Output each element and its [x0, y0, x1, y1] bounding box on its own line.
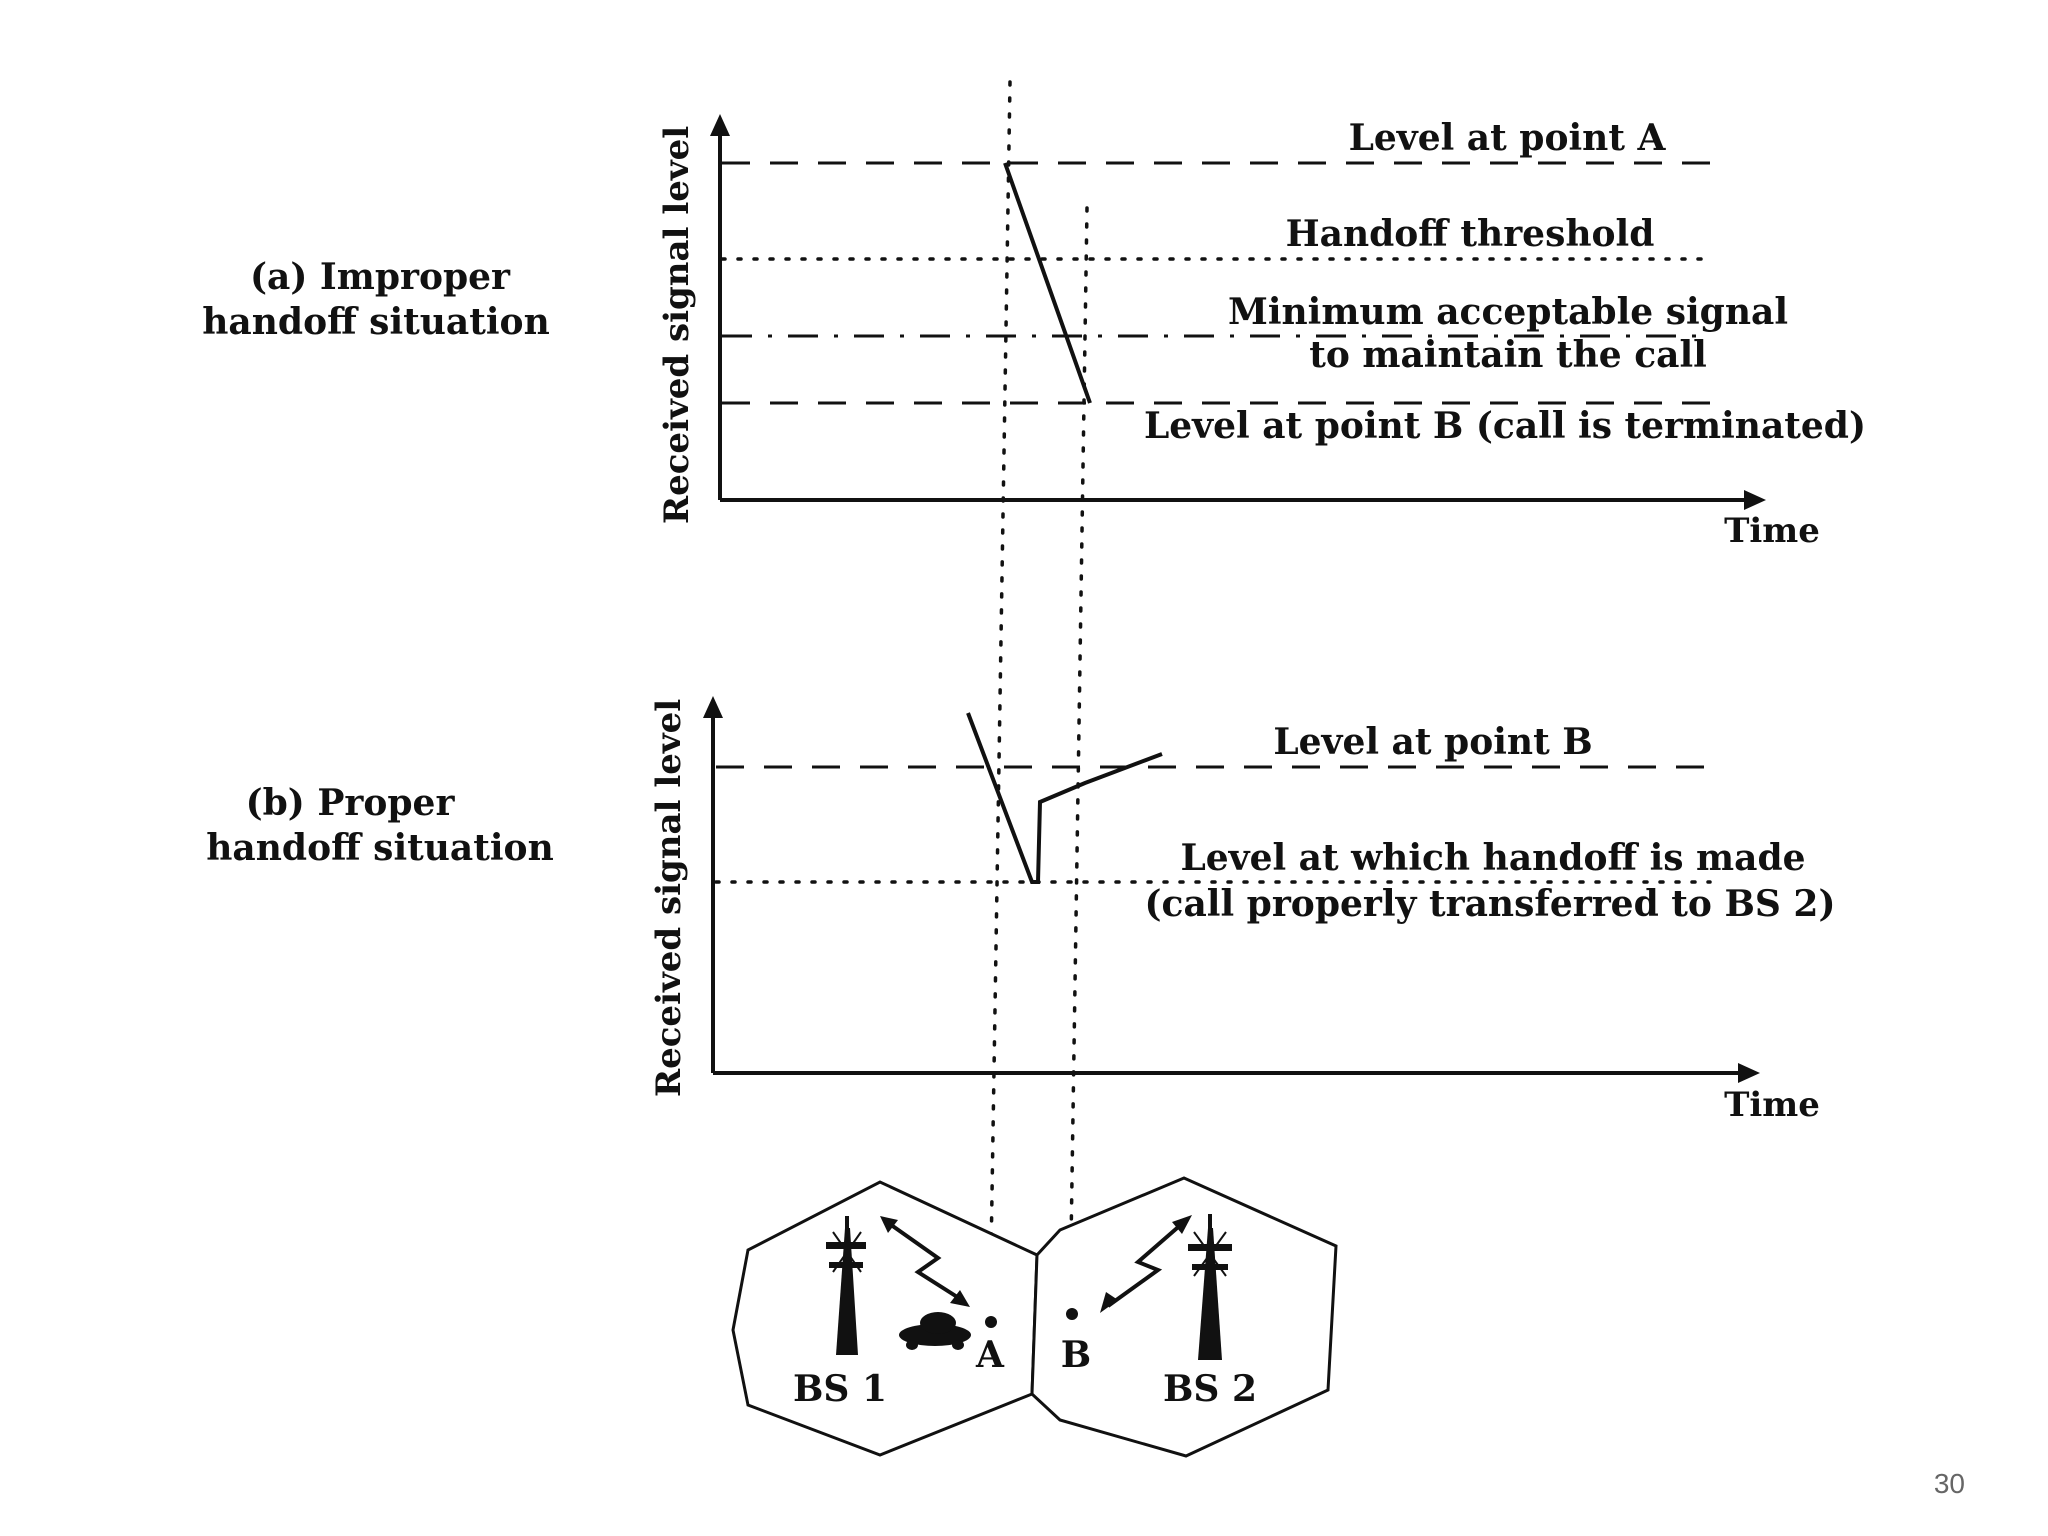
- panel-a-x-arrow: [1744, 490, 1766, 510]
- bs2-radio-link-icon: [1100, 1215, 1192, 1313]
- point-b-marker: [1066, 1308, 1078, 1320]
- handoff-threshold-label: Handoff threshold: [1286, 213, 1655, 255]
- bs1-radio-link-icon: [880, 1216, 970, 1307]
- point-a-label: A: [975, 1334, 1005, 1376]
- panel-a-caption-line2: handoff situation: [202, 301, 550, 343]
- panel-b-y-arrow: [703, 696, 723, 718]
- level-b-terminated-label: Level at point B (call is terminated): [1144, 405, 1866, 447]
- signal-trace-b: [966, 712, 1163, 884]
- panel-a: (a) Improper handoff situation Received …: [202, 114, 1866, 551]
- panel-b-caption-line1: (b) Proper: [246, 782, 456, 824]
- panel-b: (b) Proper handoff situation Received si…: [206, 696, 1836, 1125]
- panel-b-y-axis-label: Received signal level: [649, 699, 689, 1097]
- signal-trace-a: [1003, 162, 1092, 404]
- panel-a-y-arrow: [710, 114, 730, 136]
- min-signal-label-line1: Minimum acceptable signal: [1228, 291, 1788, 333]
- cell-diagram: A B BS 1 BS 2: [731, 1176, 1338, 1458]
- car-icon: [899, 1312, 971, 1350]
- panel-a-caption-line1: (a) Improper: [250, 256, 511, 298]
- cell-bs1-hexagon: [731, 1180, 1039, 1457]
- panel-b-caption-line2: handoff situation: [206, 827, 554, 869]
- bs2-tower-icon: [1188, 1214, 1232, 1360]
- panel-b-x-axis-label: Time: [1724, 1085, 1820, 1125]
- cell-bs2-hexagon: [1030, 1176, 1338, 1458]
- guide-line-a: [988, 80, 1012, 1320]
- level-b-label: Level at point B: [1273, 721, 1592, 763]
- bs2-label: BS 2: [1163, 1368, 1257, 1410]
- panel-b-x-arrow: [1738, 1063, 1760, 1083]
- panel-a-y-axis-label: Received signal level: [657, 126, 697, 524]
- handoff-made-label-line1: Level at which handoff is made: [1180, 837, 1805, 879]
- bs1-label: BS 1: [793, 1368, 887, 1410]
- level-a-label: Level at point A: [1349, 117, 1667, 159]
- min-signal-label-line2: to maintain the call: [1309, 334, 1707, 376]
- bs1-tower-icon: [826, 1216, 866, 1355]
- page-number: 30: [1933, 1468, 1965, 1499]
- handoff-made-label-line2: (call properly transferred to BS 2): [1145, 883, 1836, 925]
- point-a-marker: [985, 1316, 997, 1328]
- point-b-label: B: [1061, 1334, 1091, 1376]
- panel-a-x-axis-label: Time: [1724, 511, 1820, 551]
